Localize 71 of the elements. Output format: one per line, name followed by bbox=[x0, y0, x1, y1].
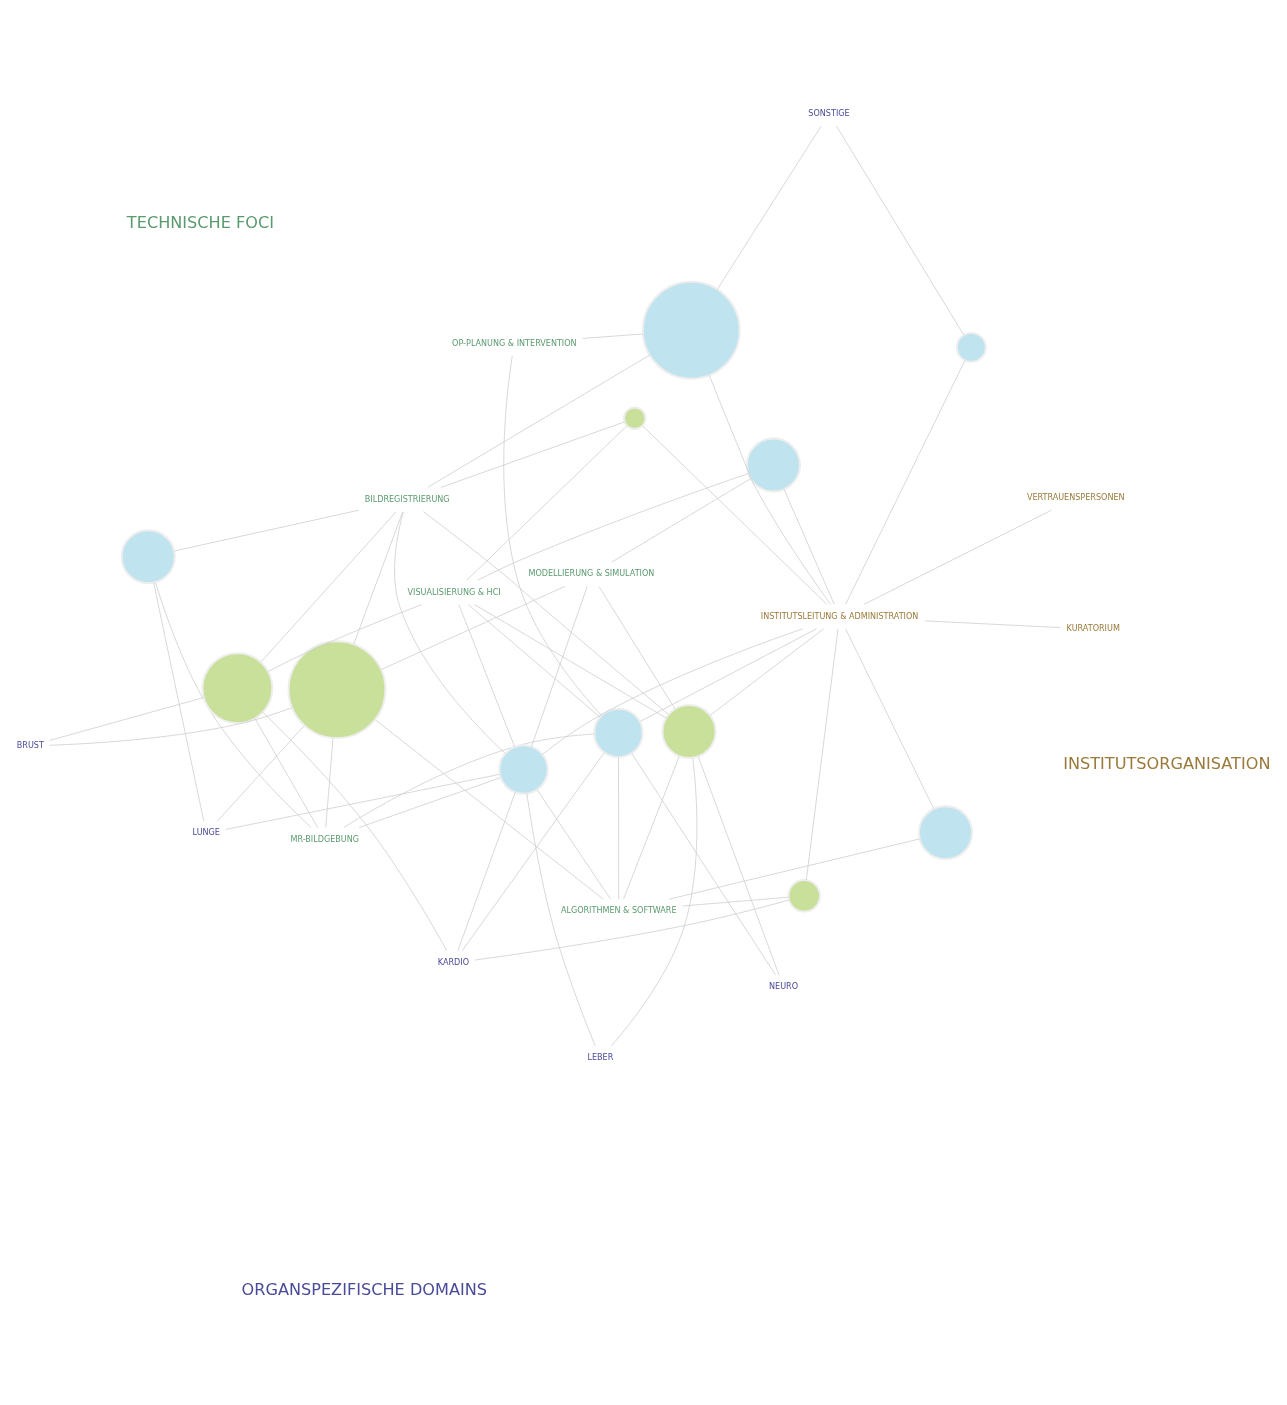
connector bbox=[440, 421, 625, 488]
connector bbox=[49, 707, 293, 746]
connector bbox=[845, 628, 935, 810]
node-circle bbox=[287, 640, 387, 740]
connector bbox=[457, 792, 516, 951]
connector bbox=[531, 586, 588, 748]
connector bbox=[709, 628, 824, 716]
connector bbox=[173, 509, 360, 552]
connector bbox=[526, 793, 596, 1047]
connector bbox=[225, 773, 500, 830]
node-circle bbox=[120, 529, 176, 585]
connector bbox=[708, 374, 832, 605]
connector bbox=[353, 511, 404, 645]
node-circle bbox=[745, 437, 801, 493]
connector bbox=[474, 899, 790, 961]
connector bbox=[503, 355, 602, 716]
connector bbox=[682, 896, 789, 907]
node-circle bbox=[641, 280, 741, 380]
connector bbox=[267, 604, 423, 672]
connector bbox=[642, 425, 828, 605]
node-circle bbox=[787, 879, 822, 913]
node-circle bbox=[955, 331, 987, 363]
connector bbox=[845, 360, 966, 605]
connector bbox=[343, 733, 595, 828]
node-circle bbox=[661, 703, 717, 760]
label: ORGANSPEZIFISCHE DOMAINS bbox=[241, 1280, 488, 1300]
connector bbox=[466, 425, 628, 581]
node-circle bbox=[498, 744, 549, 795]
connector bbox=[598, 586, 676, 710]
connector bbox=[461, 752, 605, 951]
connector bbox=[716, 125, 822, 290]
connector bbox=[380, 586, 566, 670]
connector bbox=[153, 582, 205, 822]
connector bbox=[262, 712, 448, 952]
connector bbox=[924, 620, 1061, 628]
connector bbox=[639, 628, 817, 722]
node-circle bbox=[622, 406, 647, 430]
connector bbox=[474, 604, 667, 719]
connector bbox=[477, 473, 749, 581]
connector bbox=[468, 604, 601, 718]
connector bbox=[260, 511, 397, 663]
connector bbox=[783, 489, 835, 605]
connector bbox=[394, 511, 506, 754]
connector bbox=[668, 838, 920, 900]
connector bbox=[542, 628, 804, 755]
connector bbox=[536, 789, 611, 900]
connector bbox=[836, 125, 965, 336]
connector bbox=[358, 777, 501, 828]
label: INSTITUTSORGANISATION bbox=[1063, 754, 1271, 774]
connector bbox=[427, 354, 650, 488]
connector bbox=[582, 333, 644, 339]
connector bbox=[374, 719, 604, 900]
connector bbox=[697, 756, 780, 976]
node-circle bbox=[917, 805, 974, 861]
connector bbox=[49, 697, 205, 741]
node-circle bbox=[593, 707, 644, 759]
connector bbox=[325, 737, 334, 828]
node-circle bbox=[201, 652, 274, 725]
connector bbox=[631, 752, 776, 976]
label: TECHNISCHE FOCI bbox=[126, 212, 275, 232]
connector bbox=[423, 511, 669, 715]
connector bbox=[458, 604, 515, 748]
connector bbox=[618, 757, 620, 900]
connector bbox=[863, 509, 1052, 605]
connector bbox=[611, 757, 698, 1047]
connector bbox=[805, 628, 839, 881]
connector bbox=[611, 478, 751, 563]
connector bbox=[623, 756, 680, 900]
connector bbox=[217, 725, 305, 822]
connector bbox=[155, 582, 312, 828]
connector bbox=[254, 718, 319, 828]
